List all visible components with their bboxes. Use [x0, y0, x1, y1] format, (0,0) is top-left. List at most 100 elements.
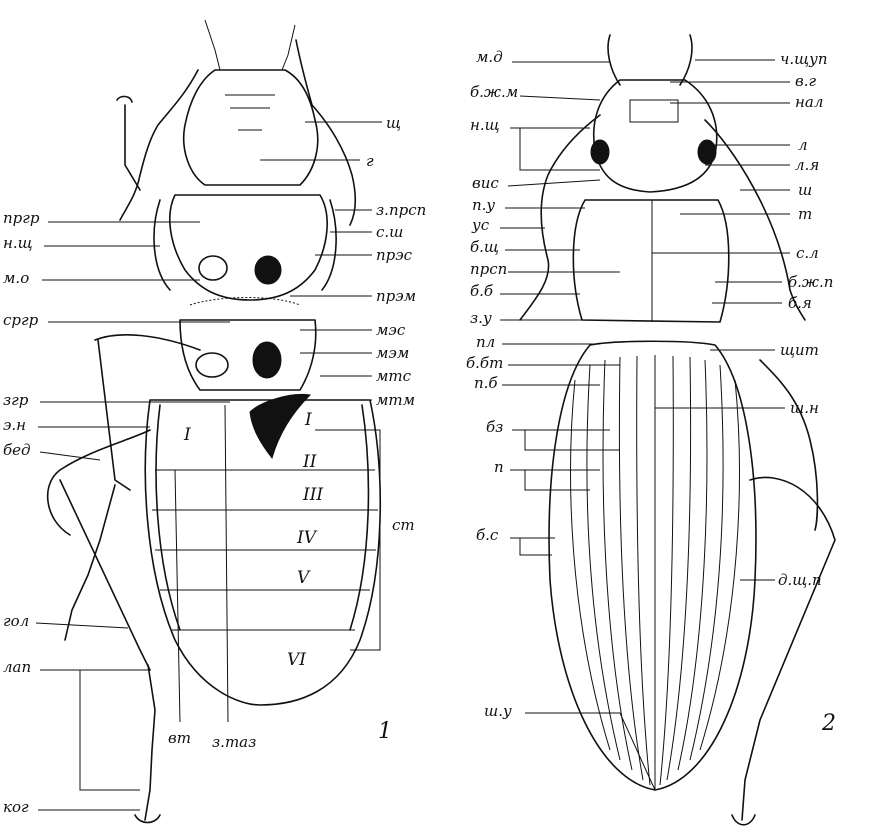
label-mem: мэм — [376, 344, 409, 362]
leader-gol — [36, 623, 128, 628]
bracket-lap — [40, 670, 150, 790]
label-bz: бз — [486, 418, 503, 436]
left-antenna-1 — [120, 70, 198, 220]
label-mo: м.о — [3, 269, 29, 287]
label-md: м.д — [476, 48, 503, 66]
mandibles-2 — [608, 35, 692, 85]
figure-2-dorsal-view: м.д б.ж.м н.щ вис п.у ус б.щ прсп б.б з.… — [466, 35, 836, 825]
bracket-st — [315, 430, 380, 650]
procoxal-band — [190, 298, 300, 306]
label-zu: з.у — [470, 309, 492, 327]
left-midleg-tibia — [98, 340, 130, 490]
label-ssh: с.ш — [376, 223, 403, 241]
label-nshch-2: н.щ — [470, 116, 500, 134]
label-shch: щ — [386, 114, 401, 132]
label-dshchp: д.щ.п — [778, 571, 822, 589]
label-pl: пл — [476, 333, 495, 351]
mandibles-1 — [205, 20, 295, 70]
mouthparts-1 — [225, 95, 275, 130]
label-zprsp: з.прсп — [376, 201, 426, 219]
label-st: ст — [392, 516, 415, 534]
label-bya: б.я — [788, 294, 812, 312]
left-hindleg-tibia — [60, 480, 150, 670]
label-bed: бед — [3, 441, 31, 459]
label-gol: гол — [3, 612, 29, 630]
label-p: п — [494, 458, 504, 476]
label-lya: л.я — [795, 156, 819, 174]
label-l: л — [798, 136, 808, 154]
label-en: э.н — [3, 416, 26, 434]
label-mes: мэс — [376, 321, 406, 339]
segment-III: III — [302, 485, 323, 505]
left-procoxa — [199, 256, 227, 280]
label-ztaz: з.таз — [212, 733, 256, 751]
label-lap: лап — [3, 658, 31, 676]
label-pu: п.у — [472, 196, 495, 214]
label-chshchup: ч.щуп — [780, 50, 827, 68]
left-hindleg-claw — [135, 815, 160, 823]
label-pb: п.б — [474, 374, 498, 392]
left-hindleg-tarsus — [145, 665, 155, 820]
label-sl: с.л — [796, 244, 819, 262]
left-foreleg-1 — [125, 105, 140, 190]
head-1 — [184, 70, 318, 185]
label-bshch: б.щ — [470, 238, 499, 256]
head-2 — [594, 80, 717, 192]
left-epipleura-1 — [154, 200, 170, 290]
leader-bzhm — [520, 96, 600, 100]
coxal-cavity-meta — [250, 394, 310, 458]
figure-number-1: 1 — [378, 719, 392, 744]
label-shu: ш.у — [484, 702, 512, 720]
left-eye — [591, 140, 609, 164]
right-hindleg-claw — [732, 815, 755, 825]
label-srgr: сргр — [3, 311, 39, 329]
label-kog: ког — [3, 798, 29, 816]
label-nshch-1: н.щ — [3, 234, 33, 252]
segment-I-right: I — [304, 410, 312, 430]
right-midleg-2 — [760, 360, 817, 530]
label-us: ус — [471, 216, 490, 234]
label-bb: б.б — [470, 282, 494, 300]
leader-shu — [525, 713, 655, 790]
figure-1-ventral-view: щ г з.прсп с.ш прэс прэм мэс мэм мтс мтм… — [3, 20, 426, 823]
segment-II: II — [302, 452, 317, 472]
pronotum-2 — [573, 200, 728, 322]
segment-VI: VI — [287, 650, 306, 670]
bracket-bz — [512, 430, 620, 450]
label-prsp: прсп — [470, 260, 507, 278]
label-sh: ш — [798, 181, 812, 199]
label-prem: прэм — [376, 287, 416, 305]
label-g: г — [366, 152, 374, 170]
abdomen-outline-1 — [145, 400, 380, 705]
label-pres: прэс — [376, 246, 413, 264]
label-zgr: згр — [3, 391, 29, 409]
bracket-bs — [510, 538, 555, 555]
label-shn: ш.н — [790, 399, 819, 417]
leader-vt — [175, 470, 180, 722]
right-epipleuron-1 — [350, 405, 368, 630]
right-antenna-1 — [296, 40, 355, 225]
prothorax-1 — [170, 195, 327, 300]
elytra-outline — [549, 341, 756, 790]
mesothorax-1 — [180, 320, 316, 390]
label-mtm: мтм — [376, 391, 415, 409]
label-bbt: б.бт — [466, 354, 503, 372]
label-shchit: щит — [780, 341, 819, 359]
sternite-sutures-1 — [152, 470, 378, 630]
segment-V: V — [297, 568, 311, 588]
coxal-cavity-meso — [253, 342, 281, 378]
segment-I-left: I — [183, 425, 191, 445]
left-midleg-femur — [95, 335, 200, 350]
left-hindleg-femur — [48, 430, 150, 535]
label-bs: б.с — [476, 526, 499, 544]
label-vt: вт — [168, 729, 191, 747]
left-foreleg-claw — [117, 96, 132, 102]
left-antenna-2 — [520, 115, 600, 320]
leader-ztaz — [225, 405, 228, 722]
label-vis: вис — [472, 174, 499, 192]
label-prgr: пргр — [3, 209, 40, 227]
right-eye — [698, 140, 716, 164]
figure-number-2: 2 — [821, 711, 836, 736]
